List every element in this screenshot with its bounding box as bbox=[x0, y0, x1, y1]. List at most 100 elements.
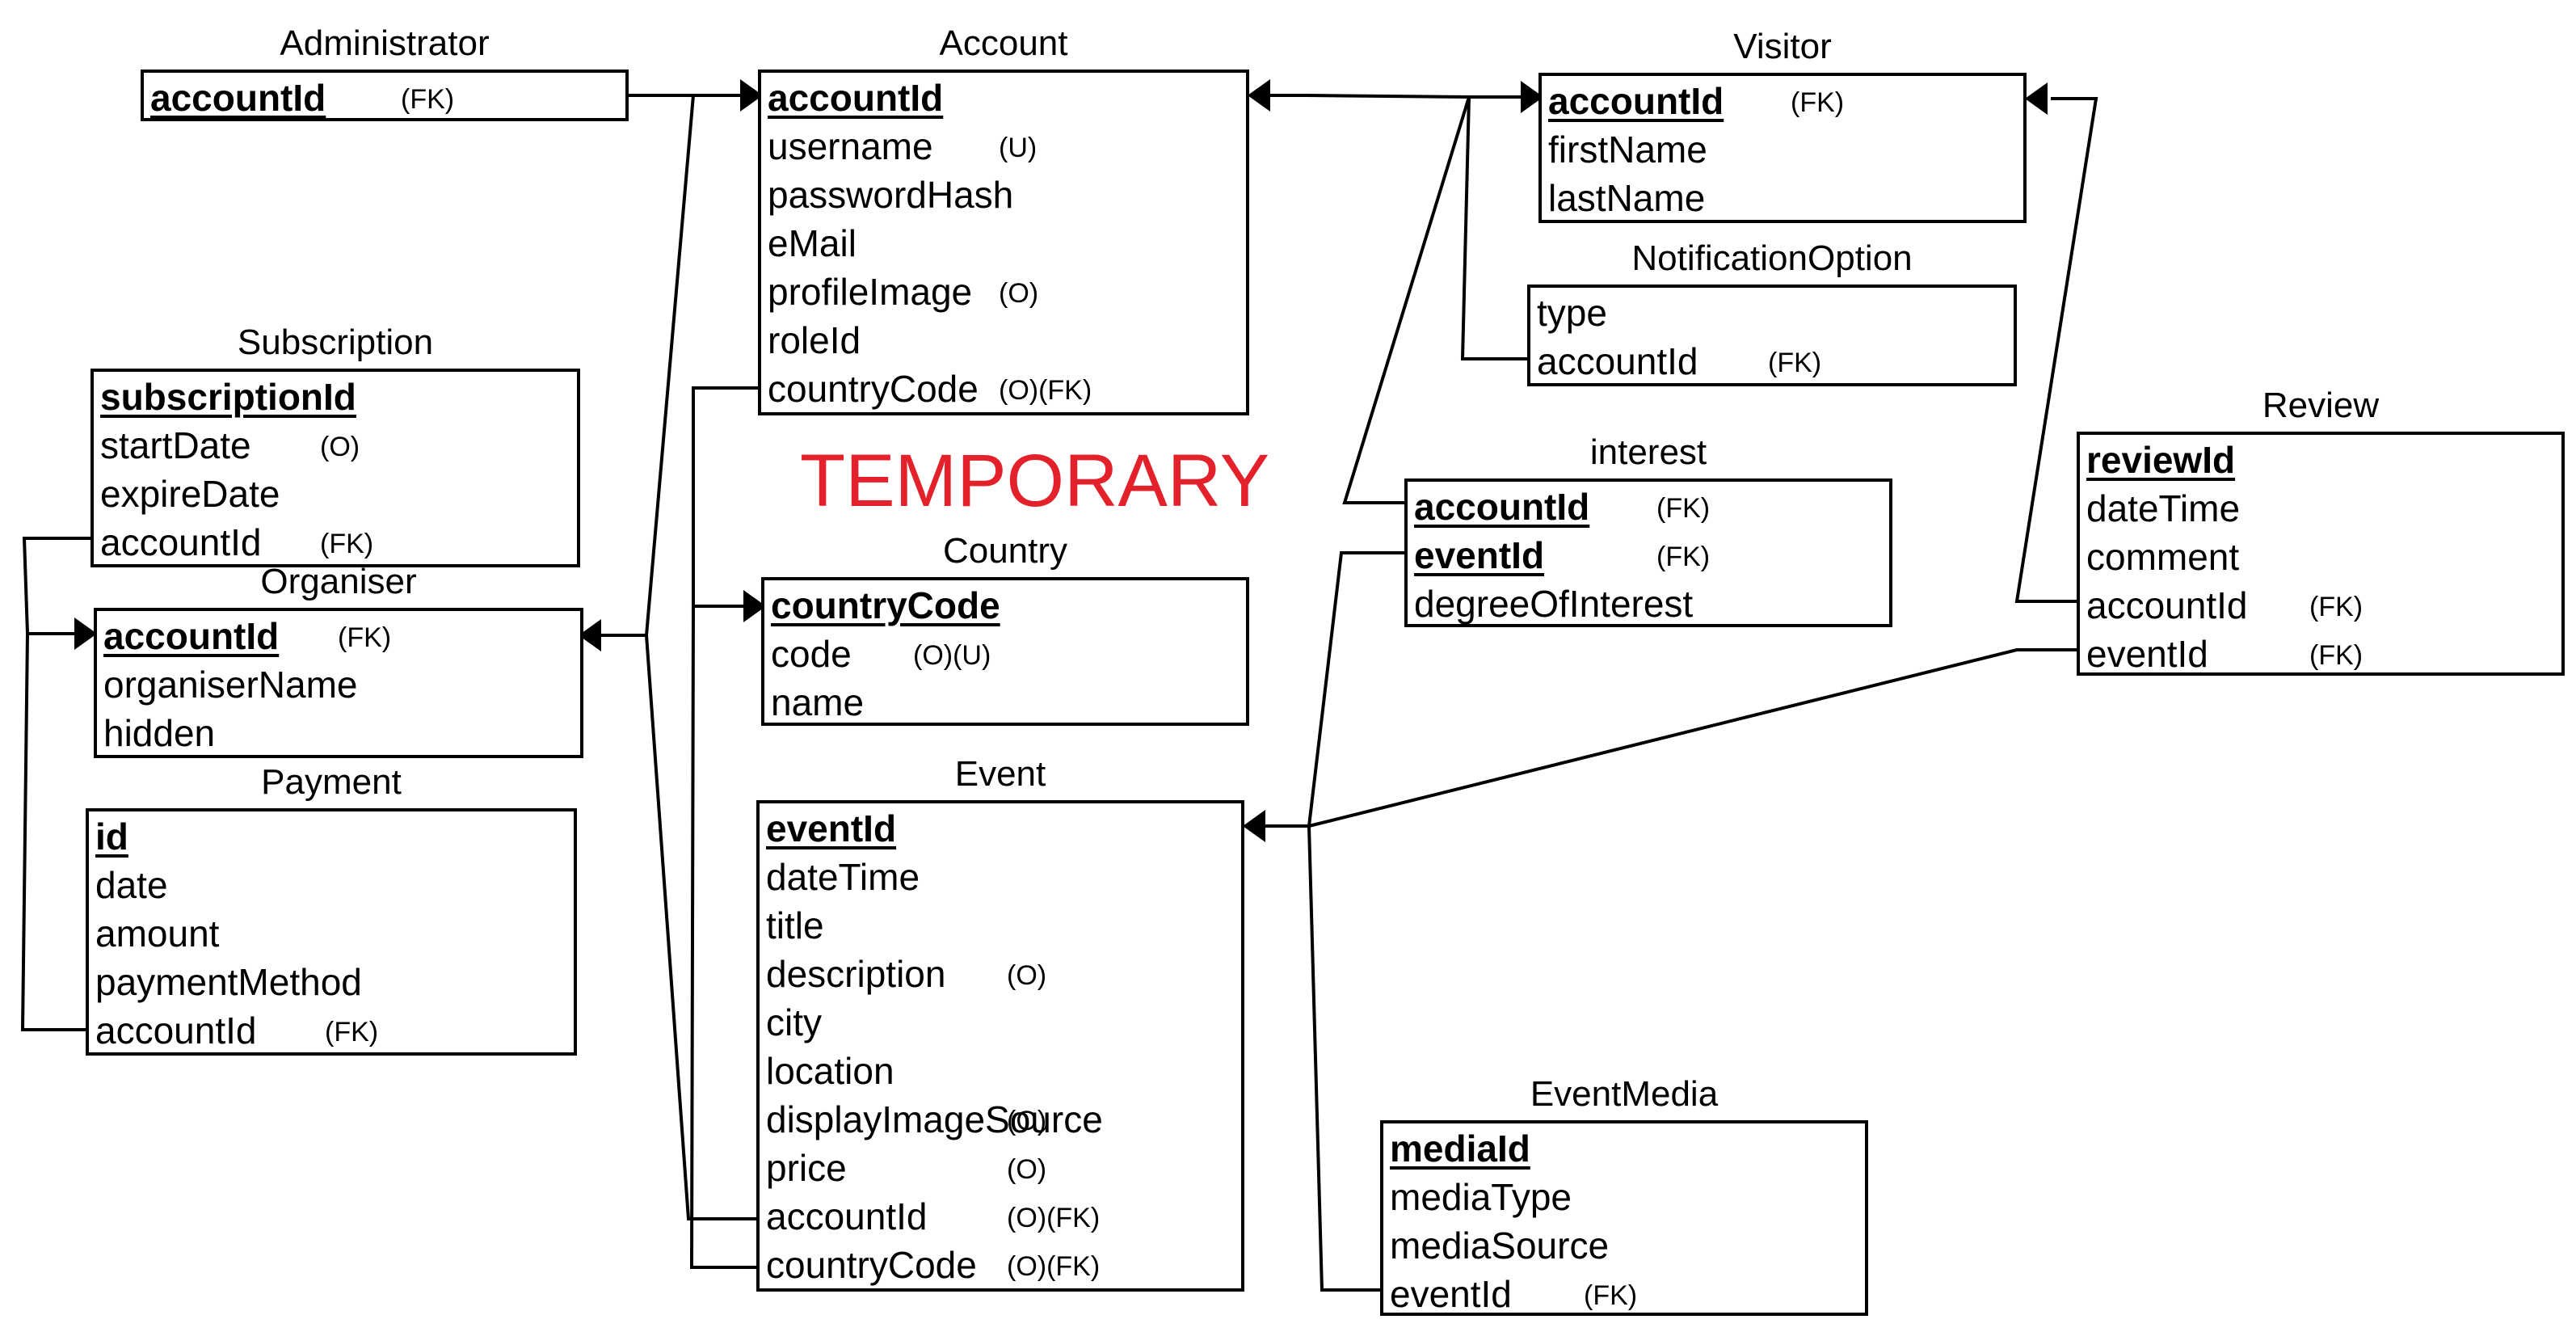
entity-title: Administrator bbox=[280, 23, 490, 63]
attribute-row: accountId(FK) bbox=[150, 73, 619, 121]
attribute-modifier: (O) bbox=[1007, 960, 1047, 991]
attribute-row: accountId(O)(FK) bbox=[766, 1191, 1235, 1240]
attribute-name: code bbox=[771, 633, 852, 675]
attribute-name: mediaType bbox=[1390, 1176, 1572, 1218]
attribute-row: displayImageSource(O) bbox=[766, 1094, 1235, 1143]
attribute-name: displayImageSource bbox=[766, 1098, 1103, 1140]
attribute-modifier: (O) bbox=[320, 432, 360, 462]
attribute-row: id bbox=[95, 811, 567, 860]
attribute-modifier: (U) bbox=[999, 133, 1038, 163]
attribute-modifier: (FK) bbox=[1656, 493, 1711, 524]
edge-eventmedia-event bbox=[1307, 825, 1387, 1292]
attribute-modifier: (O)(FK) bbox=[999, 375, 1092, 406]
attribute-name: type bbox=[1537, 292, 1607, 334]
attribute-name: accountId bbox=[2086, 584, 2248, 626]
entity-title: EventMedia bbox=[1530, 1074, 1719, 1114]
attribute-modifier: (FK) bbox=[401, 84, 455, 115]
attribute-row: accountId bbox=[768, 73, 1240, 121]
attribute-row: dateTime bbox=[2086, 483, 2555, 532]
attribute-name: date bbox=[95, 864, 168, 906]
attribute-name: paymentMethod bbox=[95, 961, 362, 1003]
attribute-modifier: (O)(FK) bbox=[1007, 1251, 1101, 1282]
attribute-row: degreeOfInterest bbox=[1414, 579, 1883, 627]
entity-interest: interest accountId(FK)eventId(FK)degreeO… bbox=[1404, 432, 1892, 627]
arrowhead-organiser-right bbox=[579, 619, 601, 651]
entity-title: Subscription bbox=[237, 322, 434, 362]
entity-box: accountId(FK)eventId(FK)degreeOfInterest bbox=[1404, 478, 1892, 627]
attribute-row: accountId(FK) bbox=[100, 517, 570, 566]
temporary-watermark: TEMPORARY bbox=[800, 440, 1270, 522]
attribute-name: profileImage bbox=[768, 271, 973, 313]
attribute-name: price bbox=[766, 1147, 847, 1189]
attribute-row: paymentMethod bbox=[95, 957, 567, 1005]
attribute-row: city bbox=[766, 997, 1235, 1046]
attribute-modifier: (FK) bbox=[1584, 1280, 1638, 1311]
attribute-modifier: (O) bbox=[999, 278, 1039, 309]
primary-key-name: subscriptionId bbox=[100, 376, 356, 418]
attribute-name: mediaSource bbox=[1390, 1225, 1610, 1267]
attribute-row: expireDate bbox=[100, 469, 570, 517]
attribute-name: dateTime bbox=[2086, 487, 2241, 529]
edge-review-event bbox=[1308, 648, 2083, 828]
attribute-row: mediaSource bbox=[1390, 1220, 1858, 1269]
edge-payment-organiser bbox=[20, 633, 89, 1031]
attribute-row: code(O)(U) bbox=[771, 629, 1240, 677]
primary-key-name: mediaId bbox=[1390, 1128, 1530, 1170]
attribute-row: date bbox=[95, 860, 567, 908]
entity-administrator: Administrator accountId(FK) bbox=[141, 23, 629, 121]
attribute-modifier: (FK) bbox=[325, 1017, 379, 1047]
attribute-name: accountId bbox=[1537, 340, 1698, 382]
attribute-row: eventId(FK) bbox=[2086, 629, 2555, 677]
entity-title: Event bbox=[954, 754, 1046, 794]
attribute-row: hidden bbox=[103, 708, 574, 757]
primary-key-name: countryCode bbox=[771, 584, 1000, 626]
entity-subscription: Subscription subscriptionId startDate (O) e… bbox=[90, 322, 580, 567]
attribute-row: lastName bbox=[1548, 173, 2017, 221]
primary-key-name: eventId bbox=[1414, 534, 1545, 576]
entity-title: Visitor bbox=[1733, 27, 1832, 66]
attribute-modifier: (O)(FK) bbox=[1007, 1203, 1101, 1233]
attribute-name: location bbox=[766, 1050, 894, 1092]
attribute-row: startDate (O) bbox=[100, 420, 570, 469]
attribute-row: name bbox=[771, 677, 1240, 726]
primary-key-name: id bbox=[95, 816, 128, 858]
attribute-name: dateTime bbox=[766, 856, 920, 898]
attribute-name: organiserName bbox=[103, 664, 358, 706]
attribute-name: degreeOfInterest bbox=[1414, 583, 1694, 625]
arrowhead-organiser-left bbox=[74, 618, 97, 650]
attribute-row: accountId(FK) bbox=[95, 1005, 567, 1054]
edge-interest-visitor bbox=[1342, 96, 1471, 504]
edge-event-country bbox=[689, 605, 763, 1269]
attribute-modifier: (O) bbox=[1007, 1106, 1047, 1136]
arrowhead-visitor-right bbox=[2025, 82, 2048, 115]
attribute-row: passwordHash bbox=[768, 170, 1240, 218]
edge-interest-event bbox=[1264, 551, 1411, 828]
attribute-name: startDate bbox=[100, 424, 251, 466]
attribute-row: reviewId bbox=[2086, 435, 2555, 483]
entity-title: Organiser bbox=[260, 562, 417, 601]
attribute-name: countryCode bbox=[768, 368, 979, 410]
attribute-name: amount bbox=[95, 913, 220, 955]
arrowhead-account-left bbox=[740, 79, 763, 112]
edge-visitor-account bbox=[1252, 94, 1538, 99]
attribute-name: comment bbox=[2086, 536, 2240, 578]
entity-title: interest bbox=[1589, 432, 1707, 472]
arrowhead-event bbox=[1243, 810, 1265, 842]
attribute-row: roleId bbox=[768, 315, 1240, 364]
attribute-row: accountId(FK) bbox=[2086, 580, 2555, 629]
primary-key-name: accountId bbox=[1414, 486, 1590, 528]
attribute-row: dateTime bbox=[766, 852, 1235, 900]
attribute-row: countryCode(O)(FK) bbox=[766, 1240, 1235, 1288]
